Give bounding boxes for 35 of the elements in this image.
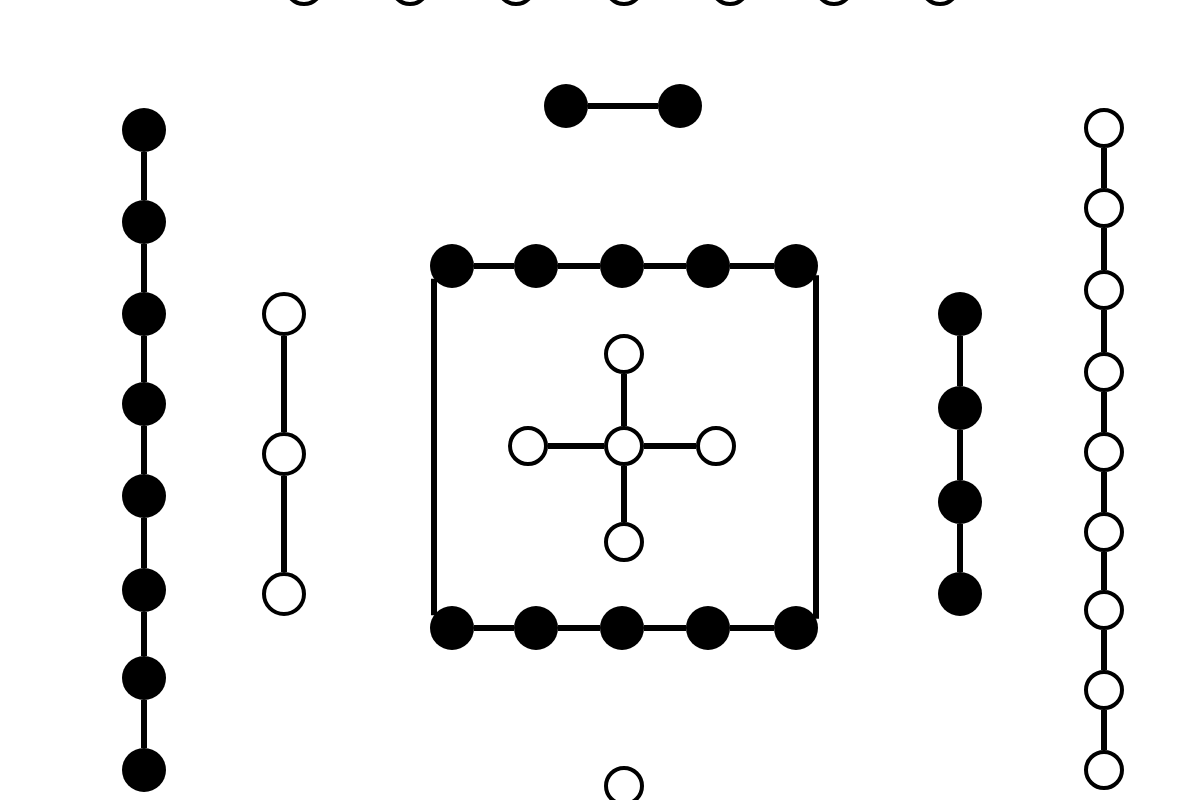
connector-line [957, 524, 963, 572]
connector-line [1101, 710, 1107, 750]
connector-line [957, 336, 963, 386]
connector-line [281, 336, 287, 432]
connector-line [141, 244, 147, 292]
connector-line [558, 625, 600, 631]
connector-line [1101, 630, 1107, 670]
connector-line [957, 430, 963, 480]
connector-line [813, 275, 819, 619]
connector-line [1101, 392, 1107, 432]
connector-line [141, 336, 147, 382]
connector-line [1101, 148, 1107, 188]
connector-line [141, 700, 147, 748]
connector-line [1101, 552, 1107, 590]
connector-line [141, 152, 147, 200]
connector-line [1101, 472, 1107, 512]
connector-line [644, 625, 686, 631]
connector-line [141, 518, 147, 568]
connector-line [1101, 310, 1107, 352]
connector-line [621, 374, 627, 426]
connector-line [730, 625, 774, 631]
connector-line [474, 625, 514, 631]
connector-line [141, 612, 147, 656]
connector-line [141, 426, 147, 474]
connector-line [588, 103, 658, 109]
connector-line [730, 263, 774, 269]
connector-line [558, 263, 600, 269]
connector-line [431, 278, 437, 616]
connector-line [621, 466, 627, 522]
connector-line [281, 476, 287, 572]
connector-line [644, 263, 686, 269]
connector-line [1101, 228, 1107, 270]
connector-line [644, 443, 696, 449]
connector-line [474, 263, 514, 269]
connector-line [548, 443, 604, 449]
